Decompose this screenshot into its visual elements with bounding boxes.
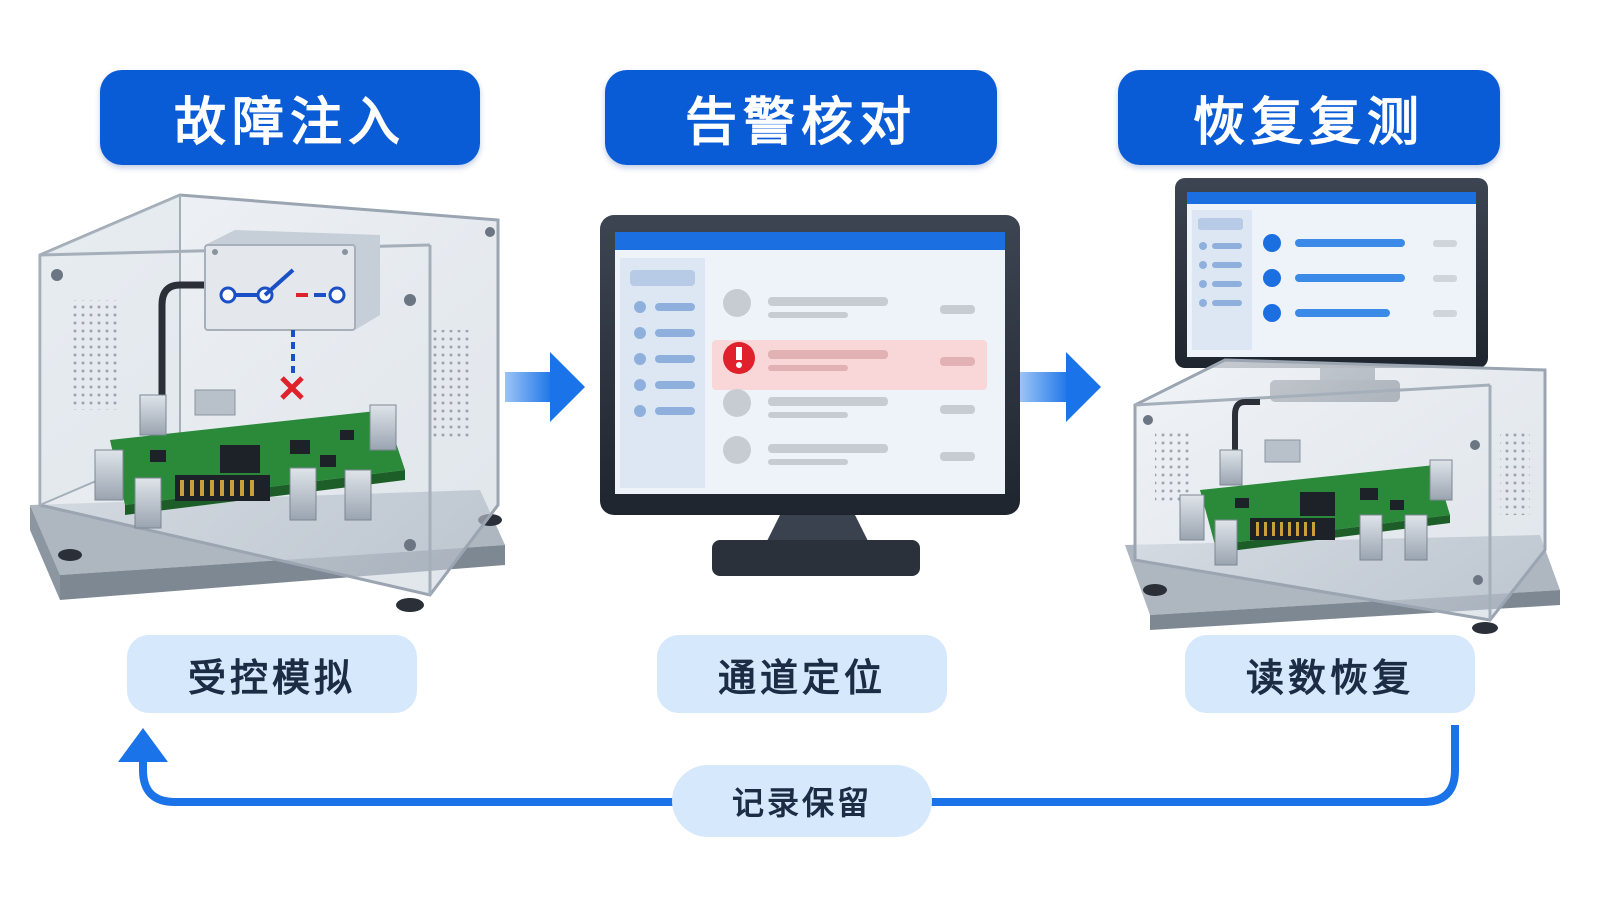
stage-title-alert-check: 告警核对: [605, 70, 997, 165]
alert-icon: [723, 342, 755, 374]
flow-arrow-icon: [505, 352, 585, 422]
fault-injection-enclosure: [30, 193, 505, 612]
recovery-test-rig: [1125, 178, 1560, 634]
stage-title-recovery-retest: 恢复复测: [1118, 70, 1500, 165]
fault-x-icon: [280, 376, 304, 400]
stage-title-fault-injection: 故障注入: [100, 70, 480, 165]
stage-caption-channel-locating: 通道定位: [657, 635, 947, 713]
stage-caption-controlled-simulation: 受控模拟: [127, 635, 417, 713]
stage-caption-reading-recovery: 读数恢复: [1185, 635, 1475, 713]
switch-icon: [219, 268, 346, 304]
loop-label-record-keeping: 记录保留: [672, 765, 932, 837]
alert-monitor: [600, 215, 1020, 576]
flow-arrow-icon: [1020, 352, 1101, 422]
